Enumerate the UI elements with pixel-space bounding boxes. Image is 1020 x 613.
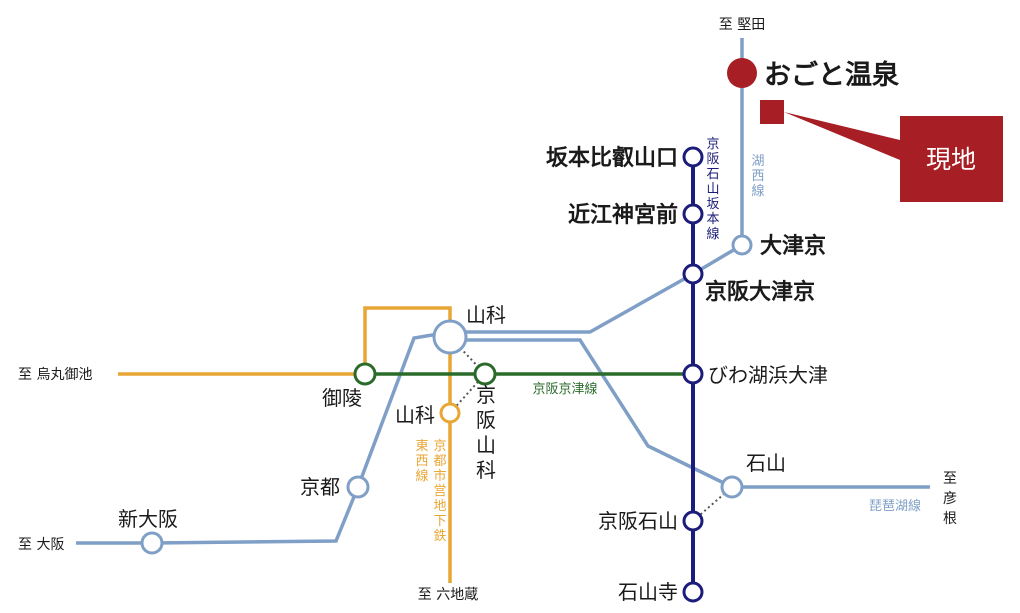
label-biwako-hamaotsu: びわ湖浜大津 (708, 363, 828, 387)
line-label-kosei: 湖西線 (751, 154, 764, 199)
dest-karasuma-oike: 至 烏丸御池 (18, 366, 92, 383)
line-label-keihan-ishiyama-sakamoto: 京阪石山坂本線 (706, 137, 719, 242)
station-ishiyamadera-marker (682, 581, 704, 603)
label-misasagi: 御陵 (322, 386, 362, 410)
site-station-marker (727, 58, 757, 88)
label-sakamoto: 坂本比叡山口 (546, 145, 678, 171)
tozai-line (118, 306, 452, 583)
svg-text:京阪山科: 京阪山科 (476, 383, 496, 482)
station-otsukyo-marker (731, 234, 753, 256)
station-sakamoto-marker (682, 146, 704, 168)
dest-rokujizo: 至 六地蔵 (418, 587, 478, 603)
label-omi-jingumae: 近江神宮前 (568, 202, 678, 228)
station-biwako-hamaotsu-marker (682, 363, 704, 385)
station-yamashina-subway-marker (439, 402, 461, 424)
station-misasagi-marker (353, 362, 377, 386)
label-otsukyo: 大津京 (760, 233, 826, 259)
transfer-connectors (449, 336, 733, 522)
dest-osaka: 至 大阪 (18, 537, 64, 553)
destination-labels: 至 堅田 至 烏丸御池 至 大阪 至 六地蔵 (18, 17, 765, 603)
label-kyoto: 京都 (300, 475, 340, 499)
dest-hikone: 至彦根 (943, 471, 957, 527)
line-label-biwako: 琵琶湖線 (869, 498, 921, 514)
label-yamashina-subway: 山科 (395, 403, 435, 427)
label-yamashina-jr: 山科 (466, 303, 506, 327)
station-shin-osaka-marker (140, 531, 164, 555)
svg-text:京阪京津線: 京阪京津線 (532, 381, 597, 397)
station-keihan-ishiyama-marker (682, 510, 704, 532)
station-keihan-otsukyo-marker (682, 263, 704, 285)
label-keihan-yamashina: 京阪山科 (476, 383, 496, 482)
dest-katata: 至 堅田 (719, 17, 765, 33)
label-ishiyamadera: 石山寺 (618, 580, 678, 604)
label-shin-osaka: 新大阪 (118, 507, 178, 531)
label-keihan-ishiyama: 京阪石山 (598, 509, 678, 533)
callout-pointer (784, 112, 900, 160)
svg-text:京都市営地下鉄東西線: 京都市営地下鉄東西線 (415, 438, 446, 544)
svg-text:琵琶湖線: 琵琶湖線 (869, 498, 921, 514)
station-ishiyama-marker (720, 475, 744, 499)
station-keihan-yamashina-marker (473, 362, 497, 386)
svg-text:至彦根: 至彦根 (943, 471, 957, 527)
station-labels: おごと温泉 坂本比叡山口 近江神宮前 大津京 京阪大津京 山科 御陵 びわ湖浜大… (118, 59, 900, 604)
station-yamashina-jr-marker (432, 319, 468, 355)
svg-text:京阪石山坂本線: 京阪石山坂本線 (706, 137, 719, 242)
label-ishiyama: 石山 (746, 451, 786, 475)
site-location-marker (760, 100, 784, 124)
line-label-tozai: 京都市営地下鉄東西線 (415, 438, 446, 544)
site-callout-label: 現地 (926, 145, 976, 174)
station-markers (140, 146, 753, 603)
site-callout-box (900, 116, 1003, 202)
site-station-label: おごと温泉 (764, 59, 900, 91)
label-keihan-otsukyo: 京阪大津京 (705, 279, 815, 305)
station-kyoto-marker (346, 475, 370, 499)
line-label-keihan-keishin: 京阪京津線 (532, 381, 597, 397)
svg-text:湖西線: 湖西線 (751, 154, 764, 199)
station-omi-jingumae-marker (682, 203, 704, 225)
